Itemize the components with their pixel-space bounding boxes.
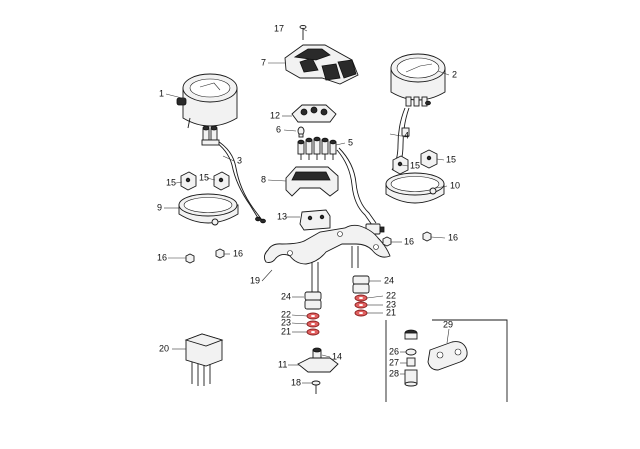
screw-18 (311, 380, 321, 394)
right-gauge (390, 53, 446, 107)
leader-lines (164, 28, 450, 384)
callout-11: 11 (278, 359, 287, 369)
socket-15-right-a (392, 155, 409, 175)
nut-16-left-b (215, 248, 225, 259)
callout-17: 17 (274, 23, 284, 33)
callout-16-left-a: 16 (157, 252, 167, 262)
callout-3: 3 (237, 155, 242, 165)
callout-22-left: 22 (281, 309, 291, 319)
inset-plate-29 (427, 341, 468, 371)
callout-27: 27 (389, 357, 399, 367)
case-10 (385, 172, 445, 204)
callout-15-left-b: 15 (199, 172, 209, 182)
callout-8: 8 (261, 174, 266, 184)
callout-2: 2 (452, 69, 457, 79)
bracket-13 (299, 209, 331, 231)
inset-stack-26-28 (404, 329, 418, 387)
callout-23-right: 23 (386, 299, 396, 309)
callout-26: 26 (389, 346, 399, 356)
callout-9: 9 (157, 202, 162, 212)
callout-15-right-a: 15 (410, 160, 420, 170)
callout-15-left-a: 15 (166, 177, 176, 187)
callout-22-right: 22 (386, 290, 396, 300)
callout-24-right: 24 (384, 275, 394, 285)
inset-frame (385, 319, 508, 402)
left-gauge (176, 73, 238, 129)
callout-23-left: 23 (281, 317, 291, 327)
callout-19: 19 (250, 275, 260, 285)
callout-7: 7 (261, 57, 266, 67)
callout-16-right-a: 16 (404, 236, 414, 246)
rubber-8 (285, 166, 339, 197)
callout-10: 10 (450, 180, 460, 190)
callout-21-right: 21 (386, 307, 396, 317)
callout-28: 28 (389, 368, 399, 378)
callout-18: 18 (291, 377, 301, 387)
callout-20: 20 (159, 343, 169, 353)
socket-15-right-b (420, 149, 438, 169)
left-socket-cluster (201, 125, 220, 146)
screw-17 (299, 24, 307, 40)
case-9 (178, 193, 239, 226)
callout-21-left: 21 (281, 326, 291, 336)
callout-24-left: 24 (281, 291, 291, 301)
nut-16-right-a (382, 236, 392, 247)
callout-15-right-b: 15 (446, 154, 456, 164)
callout-16-right-b: 16 (448, 232, 458, 242)
callout-14: 14 (332, 351, 342, 361)
nut-16-left-a (185, 253, 195, 264)
main-bracket-19 (263, 224, 391, 292)
harness-5 (336, 147, 385, 235)
socket-cluster-center (297, 136, 337, 160)
left-gauge-leads (212, 139, 266, 224)
socket-15-left-b (213, 171, 230, 191)
callout-1: 1 (159, 88, 164, 98)
relay-20 (184, 333, 224, 386)
damper-stack-left (304, 291, 322, 336)
callout-16-left-b: 16 (233, 248, 243, 258)
damper-stack-right (352, 275, 370, 317)
nut-16-right-b (422, 231, 432, 242)
callout-6: 6 (276, 124, 281, 134)
indicator-housing (284, 44, 359, 85)
lamp-base-12 (291, 104, 337, 123)
socket-15-left-a (180, 171, 197, 191)
callout-29: 29 (443, 319, 453, 329)
callout-4: 4 (404, 130, 409, 140)
callout-5: 5 (348, 137, 353, 147)
callout-13: 13 (277, 211, 287, 221)
bolt-assembly-11-14 (297, 347, 339, 373)
bulb-6 (297, 126, 305, 138)
callout-12: 12 (270, 110, 280, 120)
